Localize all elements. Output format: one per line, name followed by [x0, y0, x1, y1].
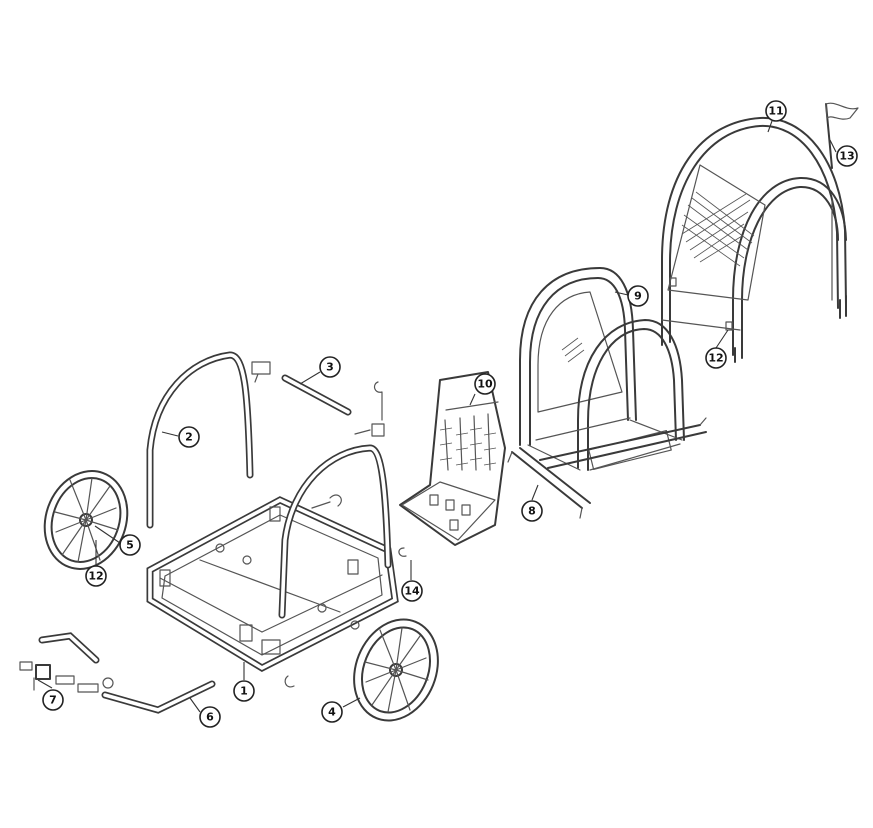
callout-12-canopy: 12 — [705, 347, 727, 369]
callout-14: 14 — [401, 580, 423, 602]
callout-4-label: 4 — [328, 706, 336, 719]
callout-leaders — [37, 120, 837, 713]
callout-13: 13 — [836, 145, 858, 167]
callout-4: 4 — [321, 701, 343, 723]
callout-6-label: 6 — [206, 711, 214, 724]
canopy-mesh-window — [681, 191, 755, 267]
main-chassis — [146, 496, 399, 673]
callout-5: 5 — [119, 534, 141, 556]
hitch-coupler — [19, 661, 114, 693]
callout-1-label: 1 — [240, 685, 248, 698]
callout-7: 7 — [42, 689, 64, 711]
callout-10: 10 — [474, 373, 496, 395]
callout-10-label: 10 — [477, 378, 493, 391]
front-frame — [519, 267, 685, 471]
callout-12-canopy-label: 12 — [708, 352, 723, 365]
callout-3-label: 3 — [326, 361, 334, 374]
callout-3: 3 — [319, 356, 341, 378]
callout-9: 9 — [627, 285, 649, 307]
callout-8: 8 — [521, 500, 543, 522]
seat-bracket — [507, 417, 707, 519]
callout-6: 6 — [199, 706, 221, 728]
callout-5-label: 5 — [126, 539, 134, 552]
callout-11: 11 — [765, 100, 787, 122]
callout-14-label: 14 — [404, 585, 420, 598]
callout-8-label: 8 — [528, 505, 536, 518]
right-wheel — [353, 618, 439, 722]
canopy-cover — [661, 116, 847, 363]
callout-13-label: 13 — [839, 150, 854, 163]
callout-12-wheel: 12 — [85, 565, 107, 587]
hardware-pins — [284, 381, 407, 688]
tow-arm — [38, 632, 216, 714]
cross-bar — [251, 361, 352, 416]
callout-2: 2 — [178, 426, 200, 448]
left-wheel — [43, 470, 129, 570]
callout-1: 1 — [233, 680, 255, 702]
seat-panel — [399, 371, 506, 546]
callout-7-label: 7 — [49, 694, 57, 707]
callout-12-wheel-label: 12 — [88, 570, 103, 583]
safety-flag — [825, 102, 859, 169]
callout-11-label: 11 — [768, 105, 783, 118]
roll-bar-right — [278, 444, 392, 619]
callout-2-label: 2 — [185, 431, 193, 444]
roll-bar-left — [146, 351, 254, 529]
callout-9-label: 9 — [634, 290, 642, 303]
